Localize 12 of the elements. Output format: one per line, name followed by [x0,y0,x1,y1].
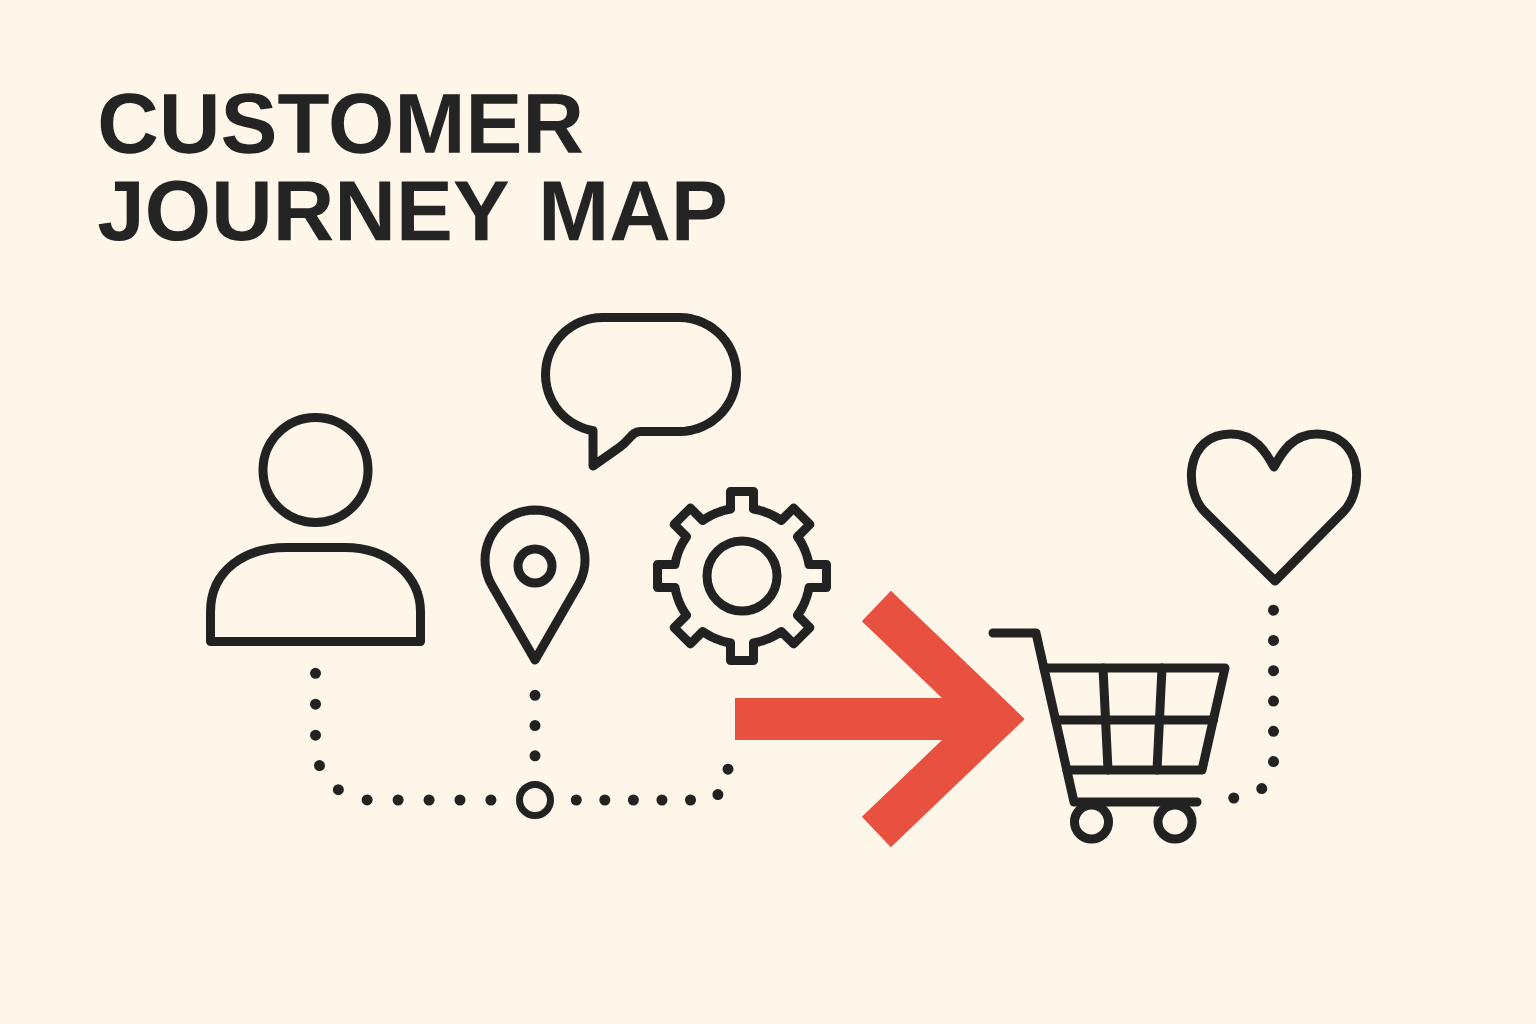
dotted-line [310,667,498,806]
person-icon [206,413,425,646]
dotted-line [1228,603,1279,804]
gear-icon [653,487,831,665]
junction-circle [516,781,554,819]
title: CUSTOMER JOURNEY MAP [98,93,725,241]
dotted-line [529,689,541,763]
location-pin-icon [480,505,590,665]
shopping-cart-icon [988,628,1230,844]
speech-bubble-icon [541,313,741,471]
dotted-line [570,762,734,806]
heart-icon [1186,429,1362,586]
